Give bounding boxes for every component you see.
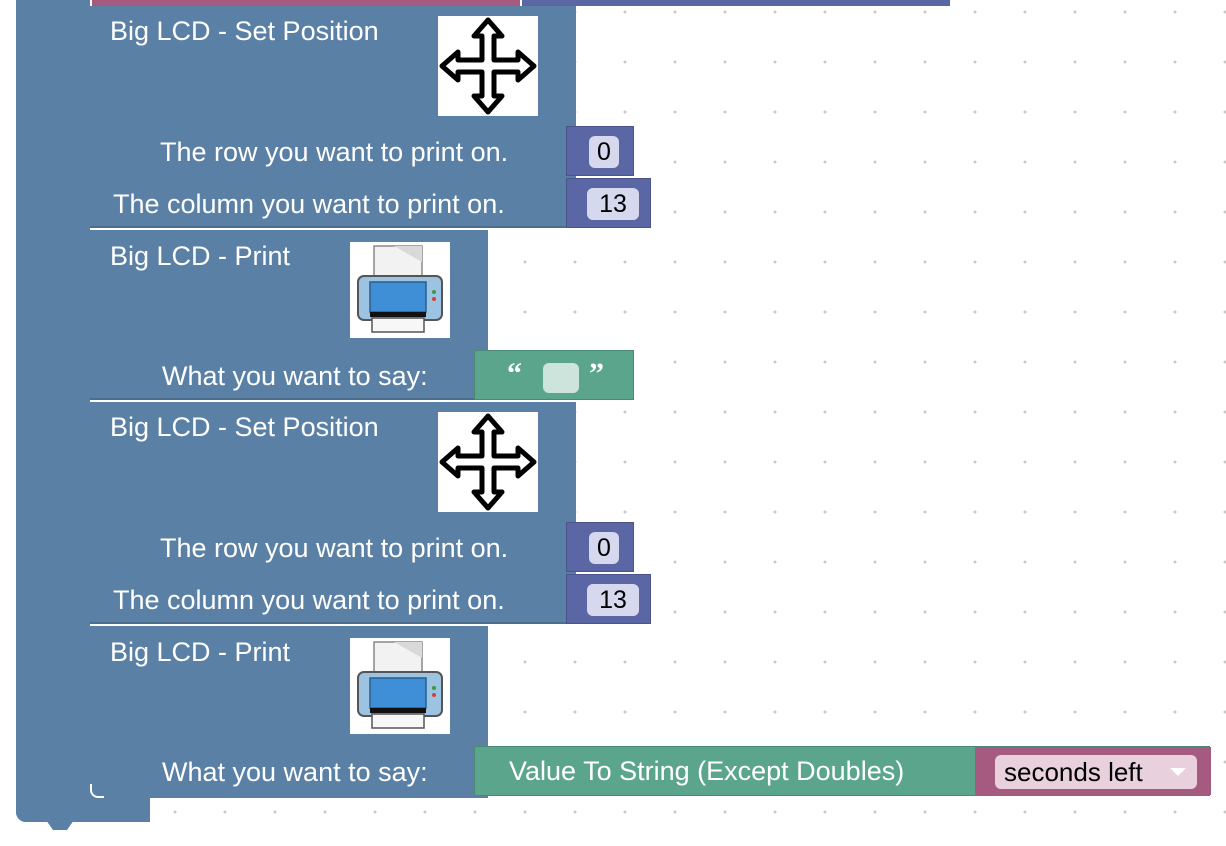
printer-icon <box>350 242 450 338</box>
column-number-block[interactable]: 13 <box>566 574 651 624</box>
text-block[interactable]: “ ” <box>474 350 634 400</box>
row-number-block[interactable]: 0 <box>566 126 634 176</box>
text-input[interactable] <box>543 363 579 393</box>
block-bottom-divider <box>90 398 488 400</box>
close-quote-icon: ” <box>589 357 604 390</box>
move-arrows-icon <box>438 16 538 116</box>
column-number-block[interactable]: 13 <box>566 178 651 228</box>
column-label: The column you want to print on. <box>113 585 505 615</box>
variable-dropdown[interactable]: seconds left <box>995 755 1197 789</box>
block-title: Big LCD - Print <box>110 637 291 667</box>
value-to-string-label: Value To String (Except Doubles) <box>509 756 905 786</box>
row-number-block[interactable]: 0 <box>566 522 634 572</box>
say-label: What you want to say: <box>162 757 428 787</box>
column-label: The column you want to print on. <box>113 189 505 219</box>
value-to-string-block[interactable]: Value To String (Except Doubles) seconds… <box>474 746 1211 796</box>
say-label: What you want to say: <box>162 361 428 391</box>
container-block-left-arm[interactable] <box>16 0 90 822</box>
variable-block[interactable]: seconds left <box>975 747 1211 795</box>
container-block-bottom-arm[interactable] <box>16 798 150 822</box>
container-bottom-tab <box>46 820 74 830</box>
row-label: The row you want to print on. <box>160 533 509 563</box>
printer-icon <box>350 638 450 734</box>
chevron-down-icon[interactable] <box>1169 767 1187 777</box>
column-number-input[interactable]: 13 <box>587 188 639 220</box>
top-pink-block[interactable] <box>92 0 520 6</box>
block-title: Big LCD - Print <box>110 241 291 271</box>
open-quote-icon: “ <box>507 357 522 390</box>
row-label: The row you want to print on. <box>160 137 509 167</box>
container-inner-corner <box>90 784 104 798</box>
block-bottom-divider <box>90 226 576 228</box>
row-number-input[interactable]: 0 <box>589 136 619 168</box>
column-number-input[interactable]: 13 <box>587 584 639 616</box>
move-arrows-icon <box>438 412 538 512</box>
row-number-input[interactable]: 0 <box>589 532 619 564</box>
block-title: Big LCD - Set Position <box>110 412 379 442</box>
variable-name: seconds left <box>1004 757 1143 787</box>
top-purple-block[interactable] <box>522 0 950 6</box>
block-bottom-divider <box>90 622 576 624</box>
block-title: Big LCD - Set Position <box>110 16 379 46</box>
